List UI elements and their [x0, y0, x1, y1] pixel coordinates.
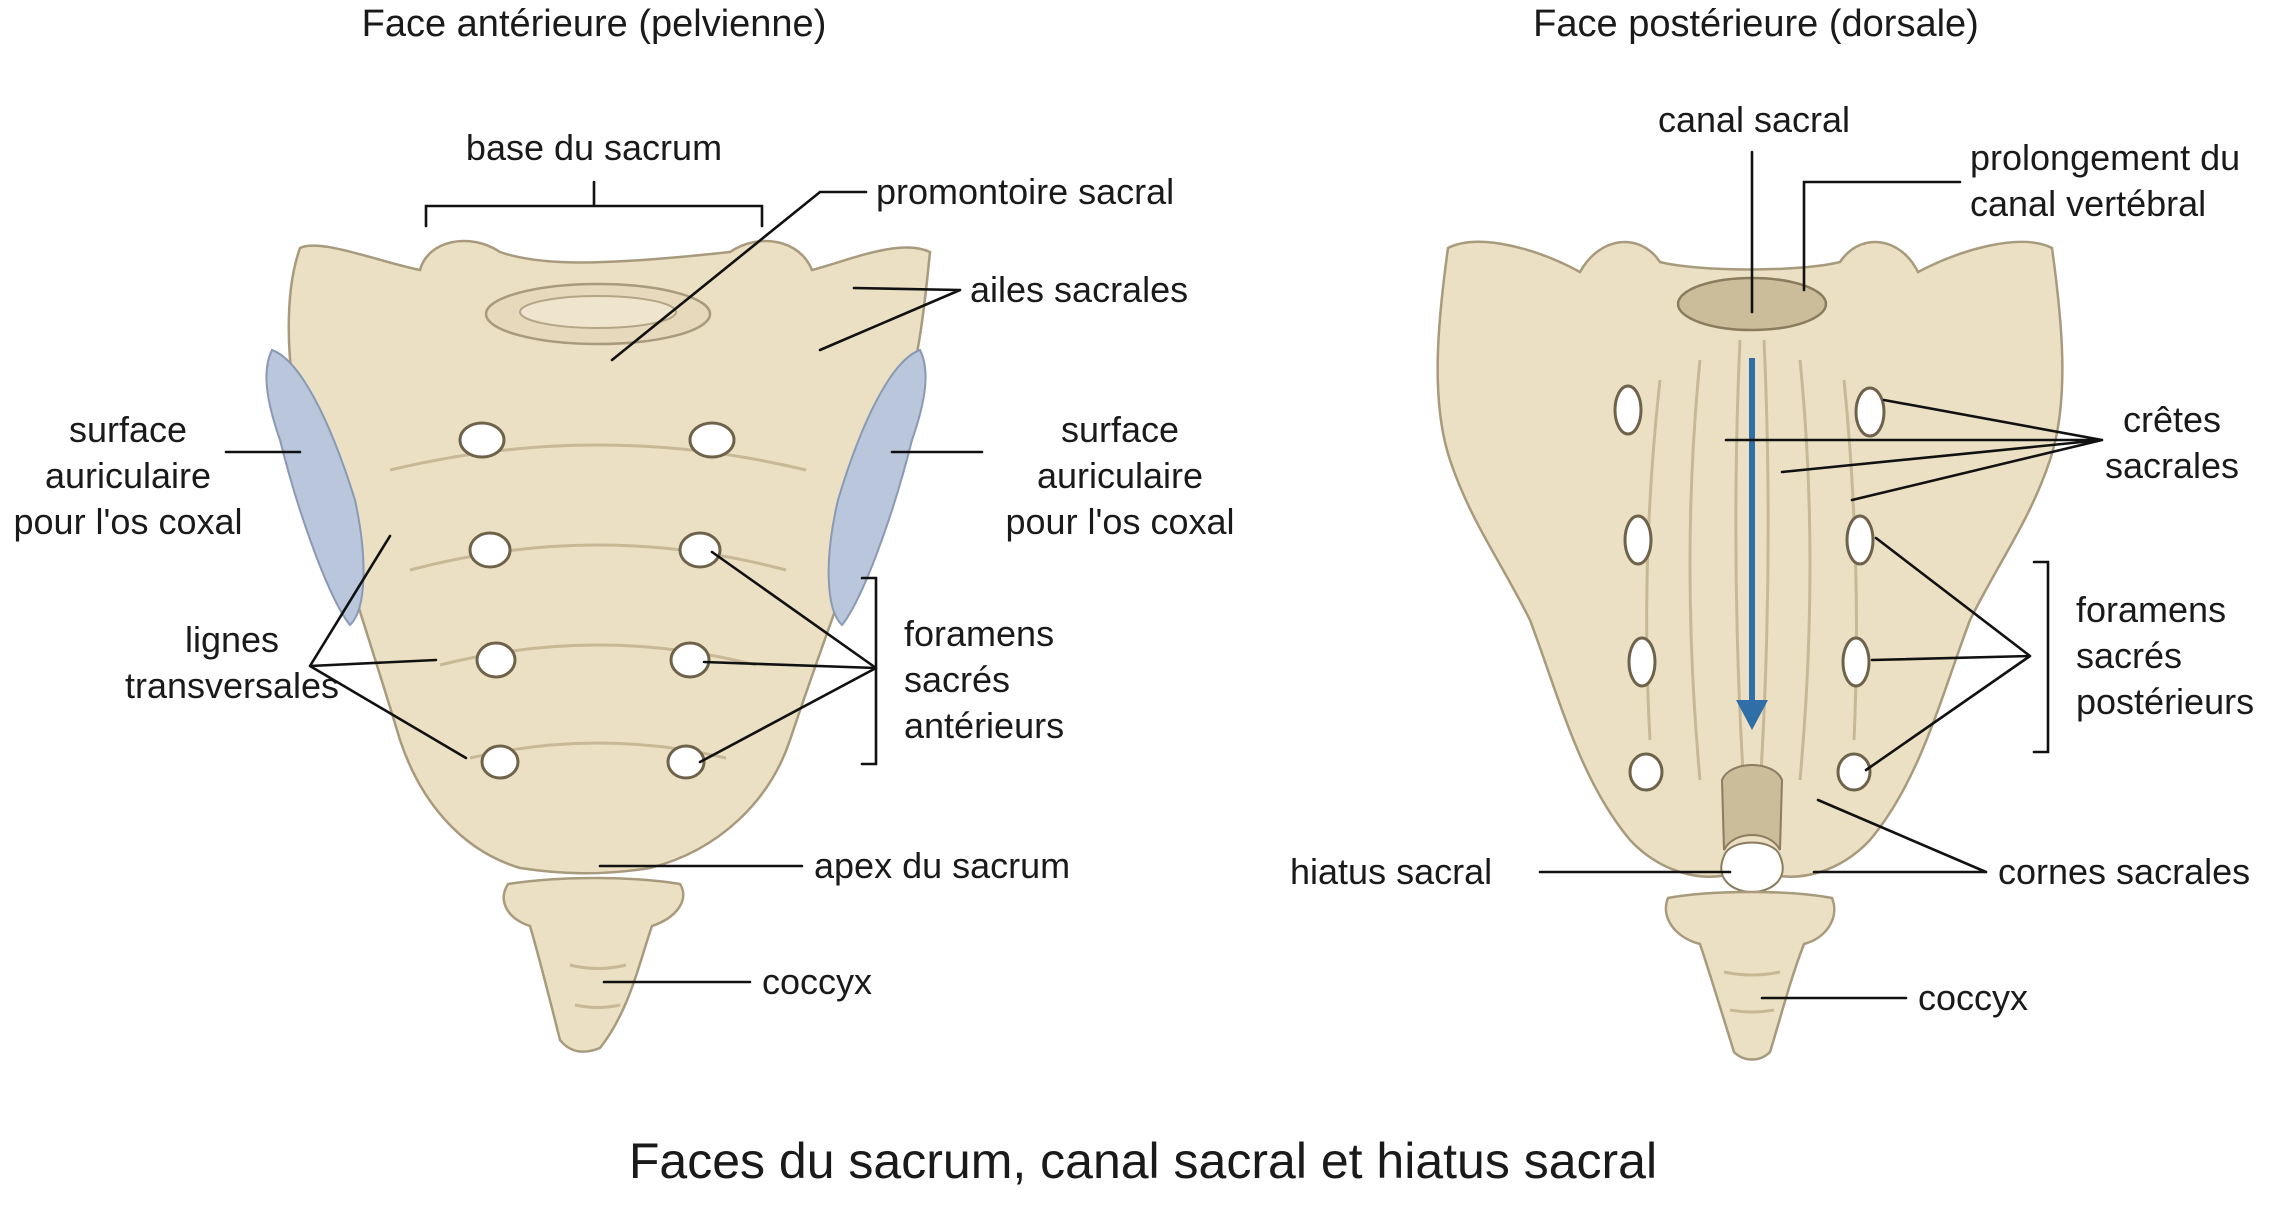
label-crests: crêtes sacrales — [2105, 399, 2239, 486]
svg-text:sacrales: sacrales — [2105, 445, 2239, 486]
svg-text:pour l'os coxal: pour l'os coxal — [14, 501, 243, 542]
leader-crests — [1724, 398, 2104, 502]
leader-anterior-foramina — [698, 550, 878, 764]
anterior-auricular-right — [827, 348, 927, 627]
leader-posterior-foramina — [1864, 536, 2032, 772]
posterior-crest-center-r — [1758, 339, 1770, 791]
anterior-foramen-l2 — [468, 531, 512, 569]
posterior-foramen-r3 — [1841, 636, 1871, 688]
bracket-base — [424, 180, 764, 228]
svg-text:transversales: transversales — [125, 665, 339, 706]
posterior-crest-median-left — [1688, 359, 1702, 781]
posterior-hiatus-notch — [1720, 764, 1784, 851]
posterior-foramen-l1 — [1613, 384, 1643, 436]
label-auricular-right: surface auriculaire pour l'os coxal — [1006, 409, 1235, 542]
label-canal-extension: prolongement du canal vertébral — [1970, 137, 2240, 224]
anterior-foramen-l1 — [458, 421, 506, 459]
leader-transverse-lines — [308, 534, 468, 760]
svg-text:postérieurs: postérieurs — [2076, 681, 2254, 722]
canal-arrow-head — [1736, 700, 1768, 730]
posterior-view: Face postérieure (dorsale) canal sacral — [1290, 3, 2254, 1061]
posterior-coccyx-ridge-1 — [1723, 970, 1781, 977]
label-promontoire: promontoire sacral — [876, 171, 1174, 212]
svg-text:sacrés: sacrés — [2076, 635, 2182, 676]
posterior-foramen-l3 — [1627, 636, 1657, 688]
posterior-foramen-r4 — [1836, 752, 1872, 792]
anterior-auricular-left — [265, 348, 365, 627]
anterior-base-ring-inner — [519, 295, 677, 329]
label-cornua: cornes sacrales — [1998, 851, 2250, 892]
label-apex: apex du sacrum — [814, 845, 1070, 886]
posterior-foramen-r1 — [1854, 386, 1886, 438]
svg-text:canal vertébral: canal vertébral — [1970, 183, 2206, 224]
anterior-foramen-r4 — [666, 744, 706, 780]
anterior-heading: Face antérieure (pelvienne) — [362, 3, 827, 45]
leader-promontoire — [610, 190, 868, 362]
anterior-foramen-l3 — [475, 641, 517, 679]
anterior-ridge-1 — [389, 443, 807, 472]
svg-text:sacrés: sacrés — [904, 659, 1010, 700]
posterior-foramen-l2 — [1623, 514, 1653, 566]
svg-text:antérieurs: antérieurs — [904, 705, 1064, 746]
leader-cornua — [1812, 798, 1988, 874]
label-hiatus: hiatus sacral — [1290, 851, 1492, 892]
leader-canal-extension — [1802, 180, 1962, 292]
label-coccyx-posterior: coccyx — [1918, 977, 2028, 1018]
posterior-crest-median-right — [1798, 359, 1812, 781]
label-ailes: ailes sacrales — [970, 269, 1188, 310]
posterior-heading: Face postérieure (dorsale) — [1533, 3, 1979, 45]
leader-ailes — [818, 286, 962, 352]
label-coccyx-anterior: coccyx — [762, 961, 872, 1002]
svg-text:foramens: foramens — [904, 613, 1054, 654]
diagram-caption: Faces du sacrum, canal sacral et hiatus … — [629, 1133, 1657, 1189]
label-transverse-lines: lignes transversales — [125, 619, 339, 706]
svg-text:foramens: foramens — [2076, 589, 2226, 630]
bracket-anterior-foramina — [860, 576, 878, 766]
label-posterior-foramina: foramens sacrés postérieurs — [2076, 589, 2254, 722]
svg-text:lignes: lignes — [185, 619, 279, 660]
anterior-foramen-r3 — [669, 641, 711, 679]
posterior-crest-lateral-l — [1645, 379, 1662, 741]
posterior-hiatus-opening — [1720, 841, 1784, 894]
anterior-view: Face antérieure (pelvienne) base du sacr… — [14, 3, 1235, 1053]
posterior-foramen-l4 — [1628, 752, 1664, 792]
anterior-foramen-l4 — [480, 744, 520, 780]
posterior-coccyx-ridge-2 — [1729, 1008, 1775, 1014]
label-anterior-foramina: foramens sacrés antérieurs — [904, 613, 1064, 746]
svg-text:crêtes: crêtes — [2123, 399, 2221, 440]
anterior-coccyx — [502, 876, 685, 1053]
svg-text:auriculaire: auriculaire — [45, 455, 211, 496]
svg-text:auriculaire: auriculaire — [1037, 455, 1203, 496]
anterior-coccyx-ridge-1 — [569, 963, 627, 970]
posterior-crest-center-l — [1734, 339, 1746, 791]
svg-text:surface: surface — [1061, 409, 1179, 450]
svg-text:pour l'os coxal: pour l'os coxal — [1006, 501, 1235, 542]
label-auricular-left: surface auriculaire pour l'os coxal — [14, 409, 243, 542]
anterior-foramen-r1 — [688, 421, 736, 459]
label-base-du-sacrum: base du sacrum — [466, 127, 722, 168]
anterior-ridge-2 — [409, 543, 787, 572]
bracket-posterior-foramina — [2032, 560, 2050, 754]
posterior-foramen-r2 — [1845, 514, 1875, 566]
svg-text:prolongement du: prolongement du — [1970, 137, 2240, 178]
svg-text:surface: surface — [69, 409, 187, 450]
anterior-coccyx-ridge-2 — [574, 1003, 621, 1009]
label-canal-sacral: canal sacral — [1658, 99, 1850, 140]
anterior-foramen-r2 — [678, 531, 722, 569]
